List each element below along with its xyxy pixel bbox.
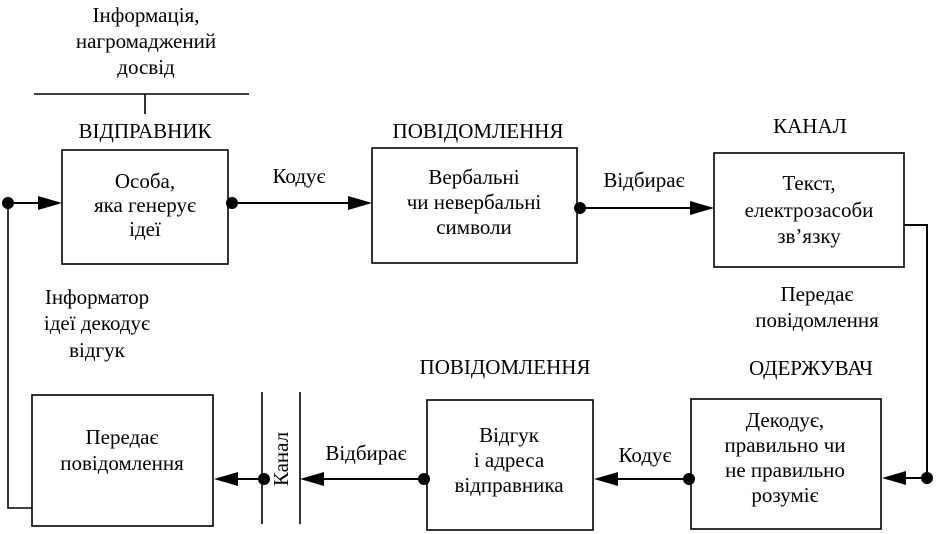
box-sender-line-1: Особа, — [115, 169, 175, 193]
box-receiver-line-4: розуміє — [751, 483, 818, 507]
edge-encodes-bottom: Кодує — [594, 443, 695, 486]
info-line-2: нагромаджений — [76, 29, 216, 53]
box-transmit: Передає повідомлення — [31, 394, 214, 527]
box-message-top: Вербальні чи невербальні символи — [371, 147, 578, 264]
label-selects-bottom: Відбирає — [325, 441, 406, 465]
box-message-top-line-2: чи невербальні — [407, 190, 542, 214]
info-line-3: досвід — [117, 55, 175, 79]
box-receiver-line-3: не правильно — [725, 458, 845, 482]
label-selects-top: Відбирає — [603, 168, 684, 192]
edge-feedback: Інформатор ідеї декодує відгук — [2, 196, 150, 509]
label-informer-3: відгук — [69, 338, 126, 362]
box-response-line-1: Відгук — [479, 423, 540, 447]
label-informer-2: ідеї декодує — [44, 311, 150, 335]
info-line-1: Інформація, — [93, 3, 200, 27]
channel-bottom: Канал — [261, 392, 301, 524]
box-channel-line-3: зв’язку — [777, 224, 841, 248]
box-receiver-line-1: Декодує, — [746, 408, 824, 432]
box-message-top-line-1: Вербальні — [428, 165, 519, 189]
box-receiver: Декодує, правильно чи не правильно розум… — [690, 398, 882, 530]
info-block: Інформація, нагромаджений досвід — [34, 3, 249, 114]
box-transmit-line-2: повідомлення — [60, 451, 184, 475]
box-channel-line-2: електрозасоби — [745, 198, 874, 222]
box-receiver-line-2: правильно чи — [724, 433, 845, 457]
box-response: Відгук і адреса відправника — [426, 399, 594, 531]
box-transmit-line-1: Передає — [85, 425, 158, 449]
label-encodes-top: Кодує — [272, 164, 325, 188]
heading-sender: ВІДПРАВНИК — [79, 119, 213, 143]
box-channel-line-1: Текст, — [782, 171, 835, 195]
heading-message-top: ПОВІДОМЛЕННЯ — [393, 119, 564, 143]
label-transmits-2: повідомлення — [755, 308, 879, 332]
edge-selects-bottom: Відбирає — [300, 441, 430, 486]
label-encodes-bottom: Кодує — [618, 443, 671, 467]
box-channel: Текст, електрозасоби зв’язку — [713, 152, 905, 268]
channel-bottom-label: Канал — [269, 432, 293, 486]
box-response-line-3: відправника — [454, 473, 564, 497]
edge-encodes-top: Кодує — [226, 164, 372, 210]
box-response-line-2: і адреса — [474, 448, 545, 472]
edge-selects-top: Відбирає — [574, 168, 714, 215]
box-sender-line-3: ідеї — [129, 217, 161, 241]
heading-message-bottom: ПОВІДОМЛЕННЯ — [420, 355, 591, 379]
heading-receiver: ОДЕРЖУВАЧ — [749, 356, 873, 380]
box-sender: Особа, яка генерує ідеї — [61, 149, 229, 265]
box-message-top-line-3: символи — [436, 215, 512, 239]
label-informer-1: Інформатор — [45, 285, 149, 309]
heading-channel-top: КАНАЛ — [773, 114, 847, 138]
edge-transmits: Передає повідомлення — [755, 224, 933, 485]
edge-to-transmit — [214, 472, 270, 486]
label-transmits-1: Передає — [780, 282, 853, 306]
box-sender-line-2: яка генерує — [94, 193, 196, 217]
